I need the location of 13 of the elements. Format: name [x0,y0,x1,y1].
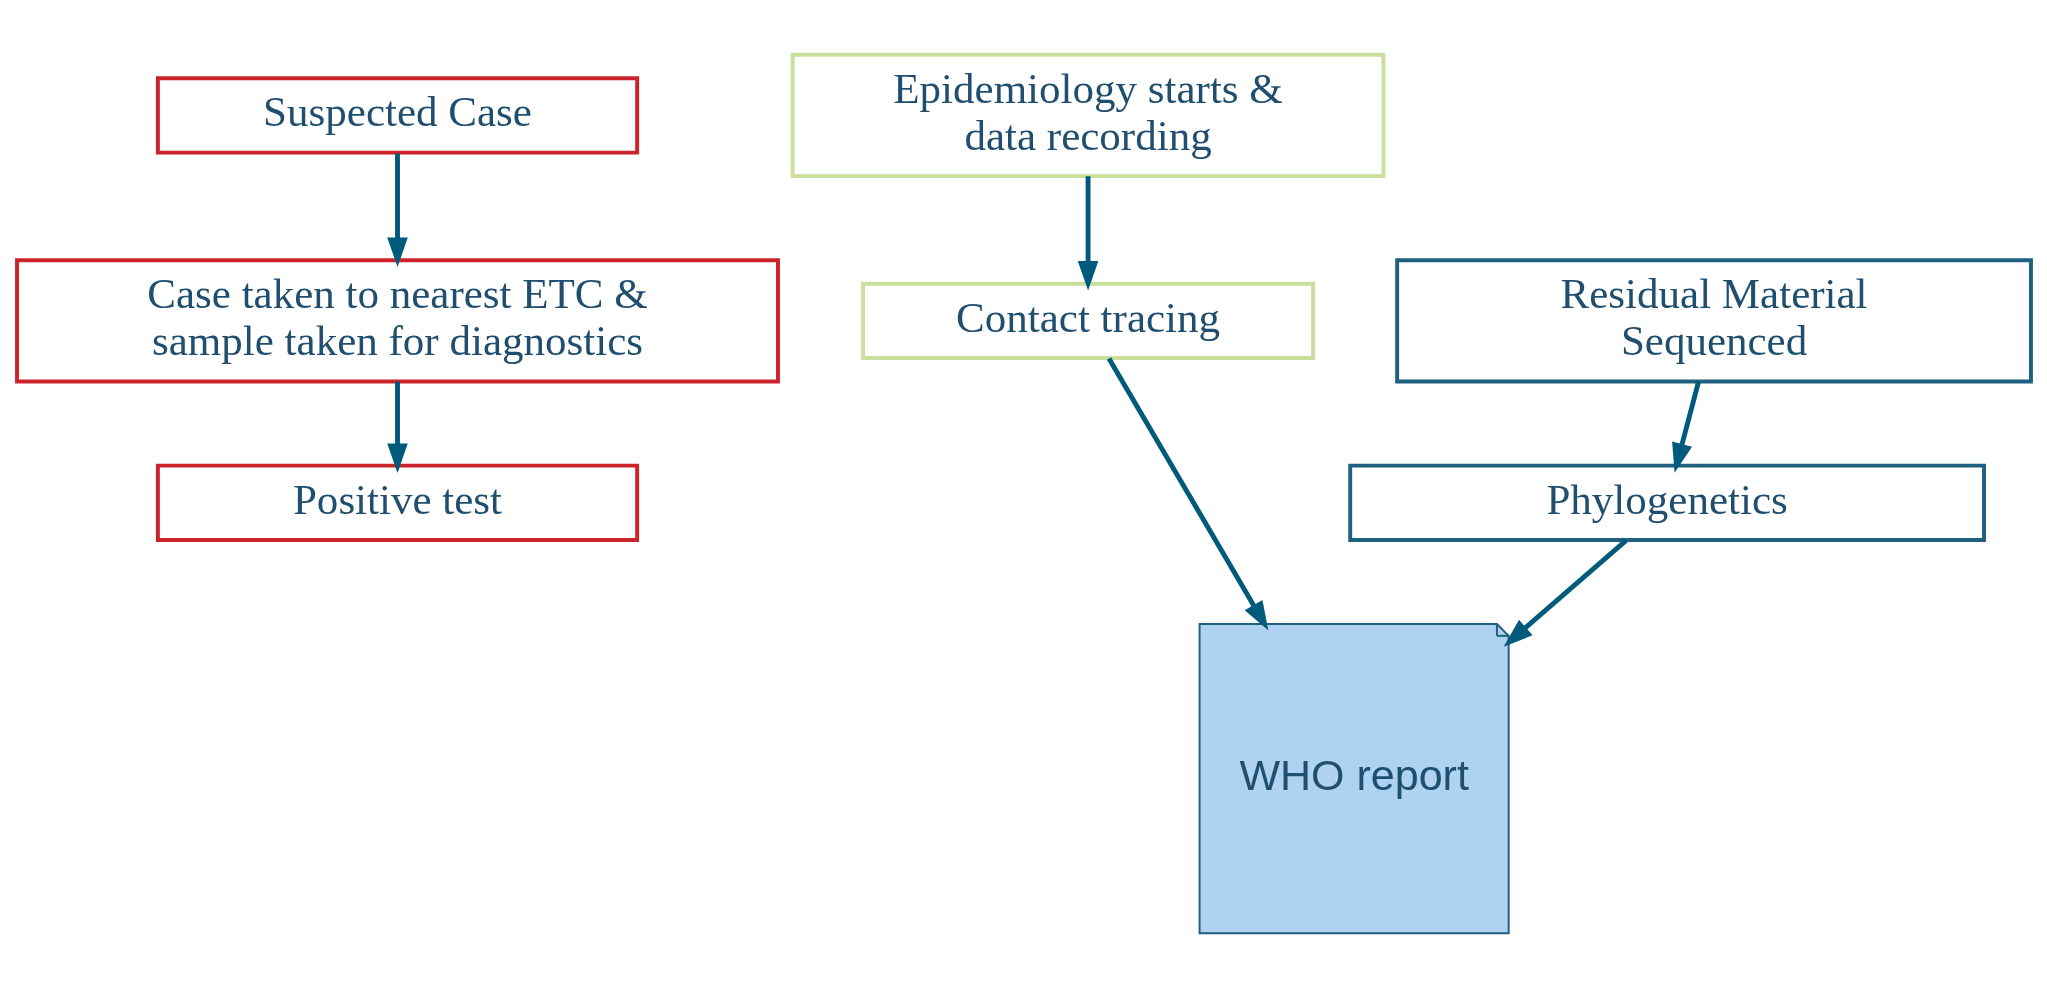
arrow [386,381,408,473]
node-box: Contact tracing [860,281,1315,360]
node-box: Case taken to nearest ETC & sample taken for diagnostics [14,257,780,383]
node-box: Epidemiology starts & data recording [790,52,1385,178]
arrow [1671,380,1701,473]
node-box: Positive test [155,463,639,542]
arrow [1077,175,1098,291]
node-box: Residual Material Sequenced [1394,257,2033,383]
arrow [386,152,408,267]
node-box: Phylogenetics [1347,463,1986,542]
node-box: Suspected Case [155,75,639,155]
arrow [1106,356,1268,630]
arrow [1503,537,1628,647]
